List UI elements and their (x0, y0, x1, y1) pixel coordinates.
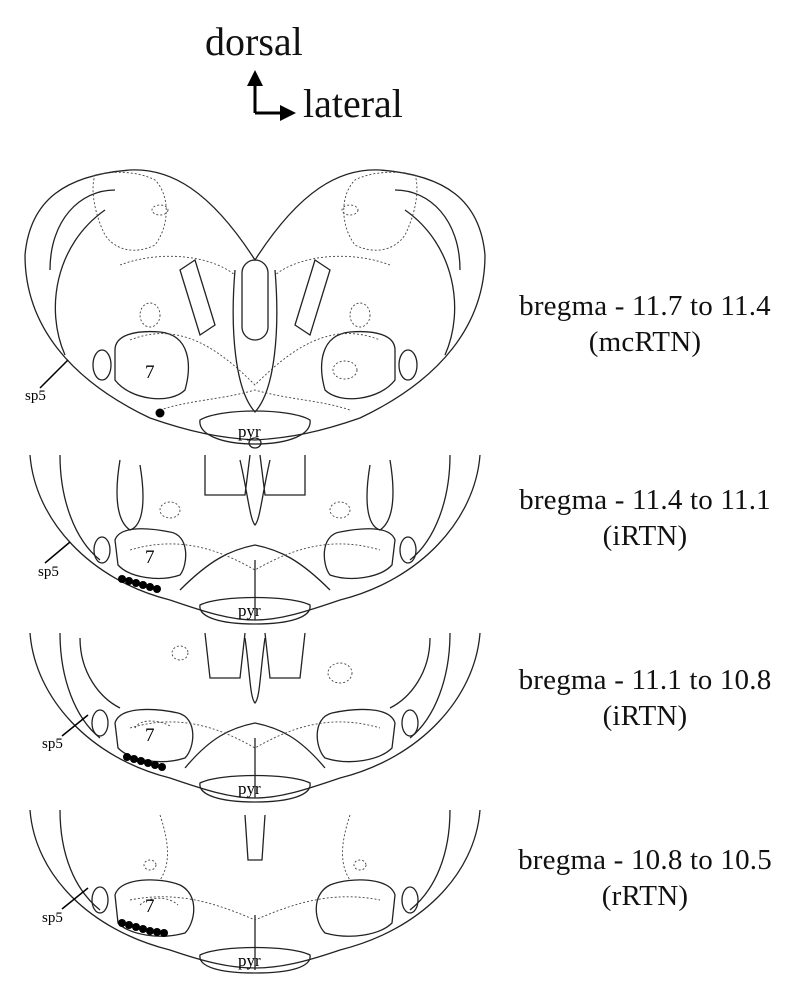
orientation-indicator: dorsal lateral (200, 18, 430, 128)
facial-nucleus-label: 7 (145, 547, 155, 568)
section-4-drawing: sp5 7 pyr (29, 809, 481, 974)
rtn-marker (155, 408, 165, 418)
section-2-caption: bregma - 11.4 to 11.1 (iRTN) (500, 482, 790, 554)
sp5-label: sp5 (42, 910, 63, 926)
section-1-bregma: bregma - 11.7 to 11.4 (519, 290, 771, 322)
pyramid-label: pyr (238, 951, 261, 970)
section-2-region: (iRTN) (602, 520, 688, 552)
pyramid-label: pyr (238, 422, 261, 441)
brainstem-section-1: sp5 7 pyr (20, 150, 490, 450)
pyramid-label: pyr (238, 779, 261, 798)
lateral-arrowhead (280, 105, 296, 121)
section-2-drawing: sp5 7 pyr (29, 454, 481, 625)
section-3-region: (iRTN) (602, 700, 688, 732)
section-3-drawing: sp5 7 pyr (29, 632, 481, 803)
orientation-arrows (247, 70, 296, 121)
sp5-label: sp5 (42, 736, 63, 752)
section-1-region: (mcRTN) (588, 326, 702, 358)
section-1-drawing: sp5 7 pyr (24, 169, 486, 449)
brainstem-section-3: sp5 7 pyr (20, 628, 490, 803)
brainstem-section-4: sp5 7 pyr (20, 805, 490, 975)
sp5-label: sp5 (38, 564, 59, 580)
section-2-bregma: bregma - 11.4 to 11.1 (519, 484, 771, 516)
brainstem-section-2: sp5 7 pyr (20, 450, 490, 625)
section-4-bregma: bregma - 10.8 to 10.5 (518, 844, 772, 876)
section-3-caption: bregma - 11.1 to 10.8 (iRTN) (500, 662, 790, 734)
section-3-bregma: bregma - 11.1 to 10.8 (518, 664, 772, 696)
dorsal-label: dorsal (205, 19, 303, 64)
facial-nucleus-label: 7 (145, 362, 155, 383)
pyramid-label: pyr (238, 601, 261, 620)
facial-nucleus-label: 7 (145, 896, 155, 917)
dorsal-arrowhead (247, 70, 263, 86)
section-4-caption: bregma - 10.8 to 10.5 (rRTN) (500, 842, 790, 914)
sp5-label: sp5 (25, 388, 46, 404)
section-1-caption: bregma - 11.7 to 11.4 (mcRTN) (500, 288, 790, 360)
lateral-label: lateral (303, 81, 403, 126)
section-4-region: (rRTN) (601, 880, 689, 912)
facial-nucleus-label: 7 (145, 725, 155, 746)
